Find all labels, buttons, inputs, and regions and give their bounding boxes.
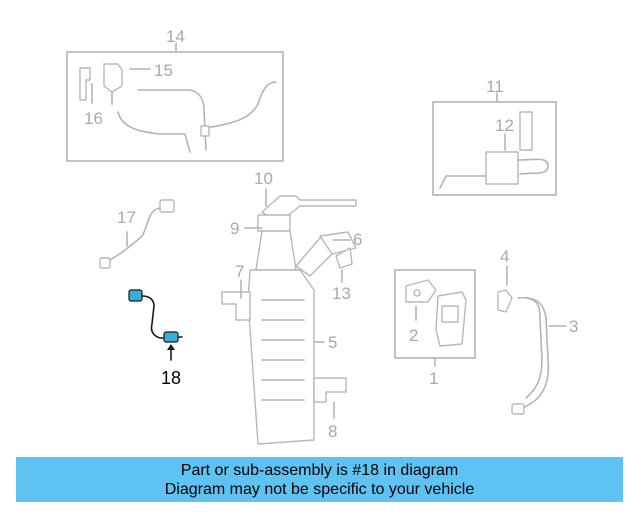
callout-8: 8 [328,422,337,441]
callout-7: 7 [235,262,244,281]
part-group-11[interactable] [432,92,557,196]
callout-13: 13 [332,284,351,303]
callout-6: 6 [353,230,362,249]
part-group-1[interactable] [394,269,476,359]
info-banner: Part or sub-assembly is #18 in diagram D… [16,457,623,502]
callout-17: 17 [117,208,136,227]
callout-4: 4 [500,247,509,266]
callout-11: 11 [486,77,504,96]
callout-15: 15 [154,61,173,80]
callout-3: 3 [569,317,578,336]
callout-1: 1 [429,369,438,388]
part-17[interactable] [99,199,175,269]
callout-10: 10 [254,169,273,188]
callout-16: 16 [84,109,103,128]
banner-line-1: Part or sub-assembly is #18 in diagram [180,461,459,479]
part-5-vapor-canister[interactable] [221,195,357,445]
callout-14: 14 [166,27,185,46]
callout-12: 12 [495,116,514,135]
callout-18: 18 [161,368,181,388]
callout-9: 9 [230,219,239,238]
callout-5: 5 [328,333,337,352]
part-group-14[interactable] [66,42,284,162]
part-3-tube[interactable] [497,289,550,415]
banner-line-2: Diagram may not be specific to your vehi… [164,480,475,498]
part-18-oxygen-sensor[interactable] [128,289,183,361]
callout-2: 2 [409,326,418,345]
